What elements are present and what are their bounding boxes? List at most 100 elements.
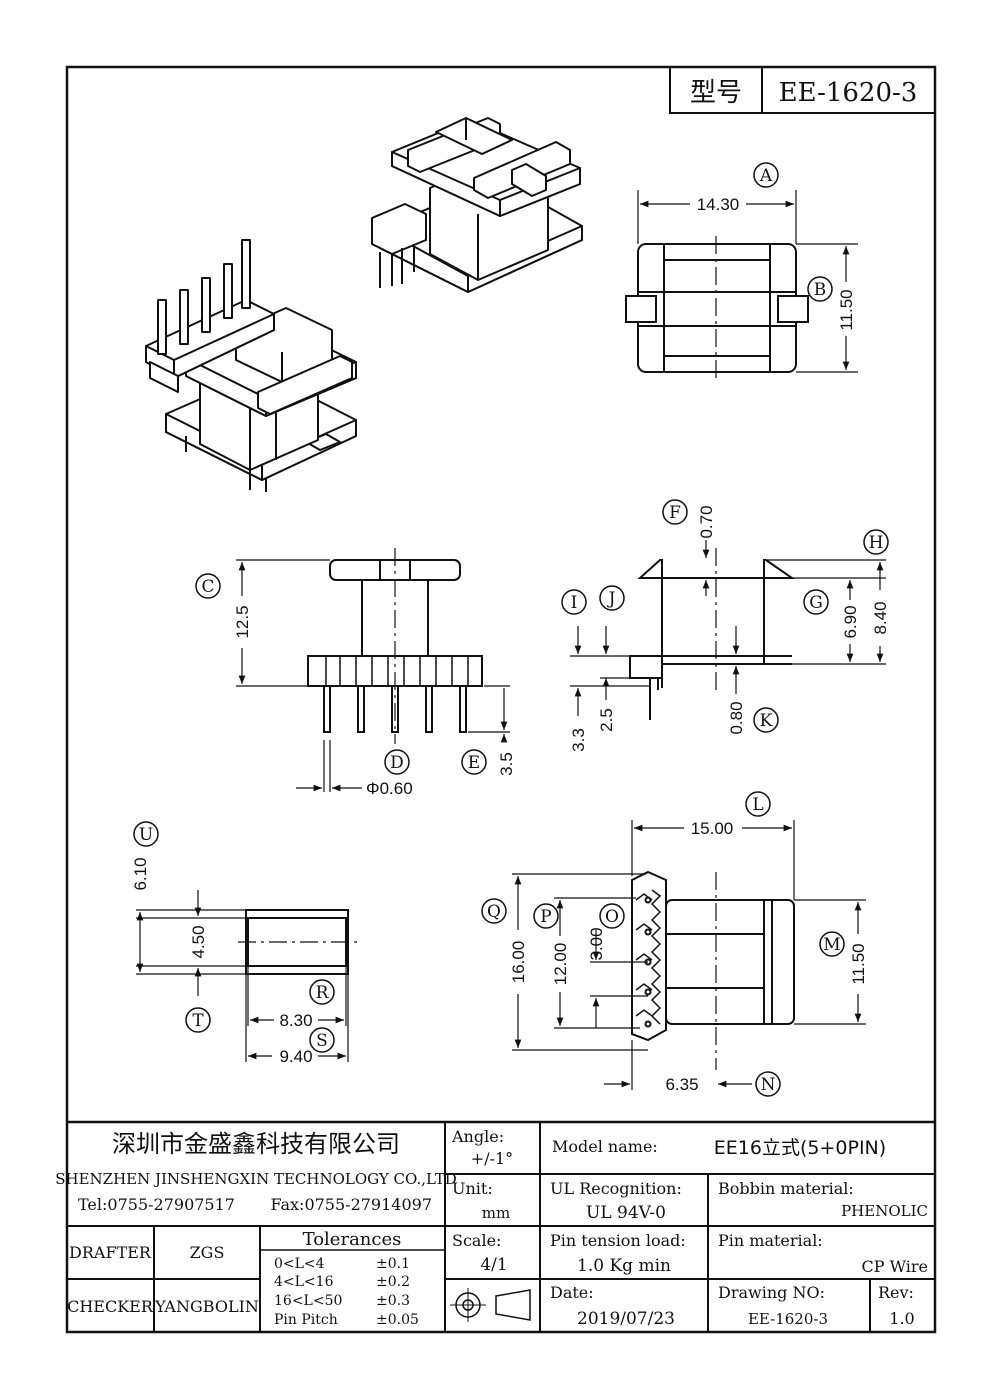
dim-d-value: Φ0.60 bbox=[366, 779, 413, 798]
svg-text:J: J bbox=[607, 589, 616, 609]
callout-markers: A B C D E F G H I J K L M N O P Q R S T … bbox=[133, 162, 889, 1097]
callout-e: E bbox=[461, 749, 487, 775]
svg-text:S: S bbox=[316, 1031, 328, 1051]
bobbin-value: PHENOLIC bbox=[841, 1202, 928, 1220]
title-block bbox=[67, 1120, 935, 1332]
company-tel: Tel:0755-27907517 bbox=[78, 1195, 235, 1214]
dim-s-value: 9.40 bbox=[279, 1047, 312, 1066]
view-core-window bbox=[136, 890, 358, 1062]
view-front-outline bbox=[625, 190, 858, 382]
company-name-en: SHENZHEN JINSHENGXIN TECHNOLOGY CO.,LTD bbox=[55, 1170, 457, 1188]
dim-c-value: 12.5 bbox=[233, 605, 252, 638]
callout-d: D bbox=[384, 749, 410, 775]
angle-value: +/-1° bbox=[471, 1149, 513, 1168]
tol-value-3: ±0.3 bbox=[376, 1293, 410, 1309]
company-name-cn: 深圳市金盛鑫科技有限公司 bbox=[112, 1130, 400, 1158]
svg-text:I: I bbox=[571, 593, 578, 613]
dim-m-value: 11.50 bbox=[849, 943, 868, 984]
angle-label: Angle: bbox=[451, 1127, 504, 1146]
dim-q-value: 16.00 bbox=[509, 941, 528, 984]
drafter-name: ZGS bbox=[190, 1243, 225, 1262]
isometric-view-top bbox=[371, 117, 583, 293]
ul-value: UL 94V-0 bbox=[586, 1203, 666, 1223]
ul-label: UL Recognition: bbox=[550, 1179, 682, 1198]
svg-text:F: F bbox=[669, 503, 681, 523]
dim-g-value: 6.90 bbox=[841, 605, 860, 638]
svg-text:N: N bbox=[761, 1075, 776, 1095]
unit-value: mm bbox=[482, 1204, 510, 1222]
svg-text:T: T bbox=[192, 1011, 204, 1031]
callout-c: C bbox=[195, 573, 221, 599]
callout-q: Q bbox=[481, 898, 507, 924]
checker-name: YANGBOLIN bbox=[154, 1297, 259, 1316]
rev-value: 1.0 bbox=[889, 1309, 914, 1328]
callout-f: F bbox=[662, 499, 688, 525]
unit-label: Unit: bbox=[452, 1179, 493, 1198]
svg-text:H: H bbox=[869, 533, 884, 553]
svg-text:R: R bbox=[316, 983, 330, 1003]
callout-s: S bbox=[309, 1027, 335, 1053]
date-label: Date: bbox=[550, 1283, 594, 1302]
dim-n-value: 6.35 bbox=[665, 1075, 698, 1094]
isometric-view-left bbox=[145, 239, 357, 492]
svg-text:K: K bbox=[760, 711, 773, 731]
checker-label: CHECKER bbox=[67, 1297, 154, 1316]
callout-m: M bbox=[819, 931, 845, 957]
bobbin-label: Bobbin material: bbox=[718, 1179, 854, 1198]
drawing-no-label: Drawing NO: bbox=[718, 1283, 825, 1302]
dim-f-value: 0.70 bbox=[697, 505, 716, 538]
drafter-label: DRAFTER bbox=[69, 1243, 152, 1262]
model-title-box: 型号 EE-1620-3 bbox=[669, 66, 936, 114]
dim-l-value: 15.00 bbox=[691, 819, 734, 838]
view-side-pins bbox=[236, 548, 510, 792]
svg-text:A: A bbox=[759, 166, 773, 186]
svg-text:D: D bbox=[390, 753, 404, 773]
dim-b-value: 11.50 bbox=[837, 289, 856, 330]
dim-a-value: 14.30 bbox=[697, 195, 740, 214]
callout-o: O bbox=[599, 903, 625, 929]
svg-text:G: G bbox=[809, 593, 823, 613]
callout-g: G bbox=[803, 589, 829, 615]
tolerances-title: Tolerances bbox=[303, 1229, 402, 1250]
callout-r: R bbox=[309, 979, 335, 1005]
dim-u-value: 6.10 bbox=[131, 857, 150, 890]
callout-a: A bbox=[753, 162, 779, 188]
date-value: 2019/07/23 bbox=[577, 1309, 675, 1329]
tol-value-2: ±0.2 bbox=[376, 1274, 410, 1290]
dim-i-value: 3.3 bbox=[569, 728, 588, 752]
dim-p-value: 12.00 bbox=[551, 943, 570, 986]
tol-value-1: ±0.1 bbox=[376, 1256, 410, 1272]
scale-value: 4/1 bbox=[480, 1255, 507, 1275]
dim-e-value: 3.5 bbox=[497, 752, 516, 776]
svg-text:B: B bbox=[814, 280, 827, 300]
view-flange-side bbox=[570, 540, 886, 720]
type-label: 型号 bbox=[690, 78, 742, 108]
sheet-border bbox=[65, 65, 937, 1334]
pin-material-label: Pin material: bbox=[718, 1231, 823, 1250]
svg-text:P: P bbox=[540, 907, 551, 927]
tol-range-2: 4<L<16 bbox=[274, 1274, 334, 1290]
rev-label: Rev: bbox=[878, 1283, 914, 1302]
svg-text:C: C bbox=[201, 577, 214, 597]
tol-value-4: ±0.05 bbox=[376, 1312, 419, 1328]
view-bottom-pinslots bbox=[512, 820, 866, 1090]
callout-j: J bbox=[599, 585, 625, 611]
model-code: EE-1620-3 bbox=[779, 78, 918, 108]
callout-p: P bbox=[533, 903, 559, 929]
svg-text:O: O bbox=[605, 907, 619, 927]
callout-l: L bbox=[745, 791, 771, 817]
pin-material-value: CP Wire bbox=[862, 1257, 929, 1276]
drawing-no-value: EE-1620-3 bbox=[748, 1310, 828, 1328]
svg-text:L: L bbox=[752, 795, 763, 815]
dim-j-value: 2.5 bbox=[597, 708, 616, 732]
tol-range-3: 16<L<50 bbox=[274, 1293, 342, 1309]
tol-range-4: Pin Pitch bbox=[274, 1312, 338, 1328]
dim-k-value: 0.80 bbox=[727, 701, 746, 734]
dim-t-value: 4.50 bbox=[189, 925, 208, 958]
pin-tension-label: Pin tension load: bbox=[550, 1231, 686, 1250]
svg-text:E: E bbox=[468, 753, 480, 773]
pin-tension-value: 1.0 Kg min bbox=[577, 1256, 671, 1276]
scale-label: Scale: bbox=[452, 1231, 501, 1250]
dim-o-value: 3.00 bbox=[587, 927, 606, 960]
